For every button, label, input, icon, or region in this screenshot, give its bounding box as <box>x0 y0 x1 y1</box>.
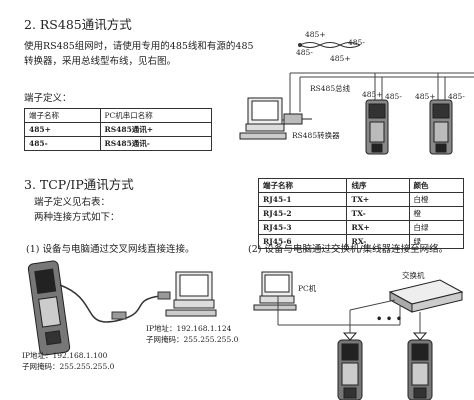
table-cell: RX+ <box>346 220 410 235</box>
table-cell: 485- <box>24 136 101 151</box>
twist-label-top: 485+ <box>305 30 326 39</box>
table-cell: TX- <box>346 206 410 221</box>
rs485-twisted-pair <box>298 42 361 48</box>
more-devices-dots: • • • <box>376 314 403 325</box>
section-title-rs485: 2. RS485通讯方式 <box>24 17 132 32</box>
table-row: RJ45-6 RX- 绿 <box>257 234 465 249</box>
table-header-row: 端子名称 PC机串口名称 <box>24 108 212 123</box>
attendance-terminal-icon <box>429 99 453 155</box>
table-cell: 白绿 <box>408 220 465 235</box>
attendance-terminal-icon <box>365 99 389 155</box>
terminal-port-label: 485+ <box>362 90 383 99</box>
computer-icon <box>239 97 287 140</box>
rs485-terminal-table: 端子名称 PC机串口名称 485+ RS485通讯+ 485- RS485通讯- <box>24 108 212 151</box>
table-cell: 485+ <box>24 122 101 137</box>
table-row: RJ45-1 TX+ 白橙 <box>257 192 465 207</box>
method1-label: (1) 设备与电脑通过交叉网线直接连接。 <box>26 244 195 255</box>
fingerprint-device-icon <box>337 339 363 400</box>
fingerprint-device-icon <box>407 339 433 400</box>
table-header-cell: PC机串口名称 <box>99 108 212 123</box>
pc-mask-label: 子网掩码：255.255.255.0 <box>146 335 239 344</box>
rs485-bus-lines <box>282 72 474 121</box>
rs485-desc-line2: 转换器，采用总线型布线，见右图。 <box>24 56 177 67</box>
switch-label: 交换机 <box>402 271 425 280</box>
table-header-cell: 颜色 <box>408 178 465 193</box>
terminal-port-label: 485+ <box>415 92 436 101</box>
two-ways-text: 两种连接方式如下： <box>34 212 120 223</box>
table-cell: RJ45-2 <box>257 206 348 221</box>
table-cell: RS485通讯+ <box>99 122 212 137</box>
converter-label: RS485转换器 <box>292 131 340 140</box>
table-header-cell: 端子名称 <box>257 178 348 193</box>
rs485-converter-icon <box>283 113 312 125</box>
table-cell: RJ45-6 <box>257 234 348 249</box>
crossover-cable <box>59 284 171 323</box>
computer-icon <box>253 271 297 311</box>
table-cell: TX+ <box>346 192 410 207</box>
table-cell: RJ45-3 <box>257 220 348 235</box>
terminal-def-text: 端子定义见右表： <box>34 197 111 208</box>
table-cell: RJ45-1 <box>257 192 348 207</box>
table-cell: 橙 <box>408 206 465 221</box>
section-title-tcpip: 3. TCP/IP通讯方式 <box>24 177 134 192</box>
terminal-port-label: 485- <box>385 92 402 101</box>
table-cell: 绿 <box>408 234 465 249</box>
table-row: 485+ RS485通讯+ <box>24 122 212 137</box>
terminal-port-label: 485- <box>448 92 465 101</box>
rj45-connector-icon <box>342 332 428 341</box>
rs485-desc-line1: 使用RS485组网时，请使用专用的485线和有源的485 <box>24 41 254 52</box>
pc-label: PC机 <box>298 284 317 293</box>
network-switch-icon <box>388 279 464 313</box>
device-mask-label: 子网掩码：255.255.255.0 <box>22 362 115 371</box>
table-header-cell: 线序 <box>346 178 410 193</box>
twist-label-right-top: 485- <box>348 38 365 47</box>
device-ip-label: IP地址：192.168.1.100 <box>22 351 108 360</box>
table-header-cell: 端子名称 <box>24 108 101 123</box>
bus-label: RS485总线 <box>310 84 351 93</box>
table-row: RJ45-3 RX+ 白绿 <box>257 220 465 235</box>
network-cables <box>277 296 421 333</box>
computer-icon <box>165 271 217 317</box>
table-cell: RS485通讯- <box>99 136 212 151</box>
pc-ip-label: IP地址：192.168.1.124 <box>146 324 232 333</box>
terminal-def-label: 端子定义： <box>24 93 72 104</box>
table-cell: 白橙 <box>408 192 465 207</box>
fingerprint-device-icon <box>27 260 71 356</box>
table-row: RJ45-2 TX- 橙 <box>257 206 465 221</box>
twist-label-right-bottom: 485+ <box>330 54 351 63</box>
twist-label-left: 485- <box>296 48 313 57</box>
table-header-row: 端子名称 线序 颜色 <box>257 178 465 193</box>
tcpip-terminal-table: 端子名称 线序 颜色 RJ45-1 TX+ 白橙 RJ45-2 TX- 橙 RJ… <box>257 178 465 249</box>
table-row: 485- RS485通讯- <box>24 136 212 151</box>
method2-label: (2) 设备与电脑通过交换机/集线器连接至网络。 <box>248 244 449 255</box>
